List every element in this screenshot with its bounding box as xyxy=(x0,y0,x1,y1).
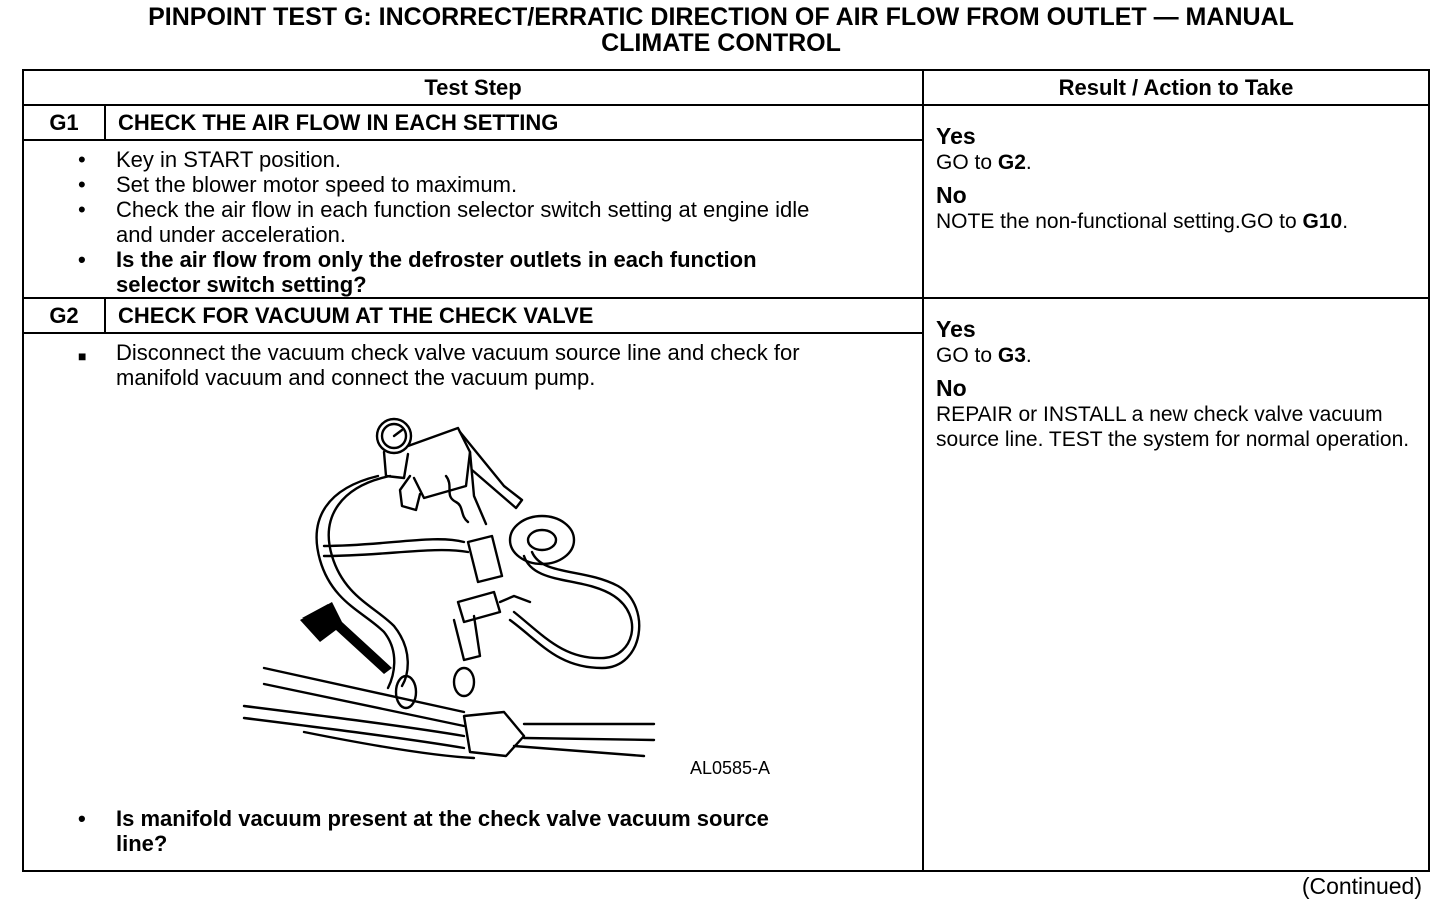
bullet-item: •Check the air flow in each function sel… xyxy=(78,197,810,247)
step-bullets: •Is manifold vacuum present at the check… xyxy=(24,806,922,856)
bullet-item: •Set the blower motor speed to maximum. xyxy=(78,172,518,197)
step-question: •Is the air flow from only the defroster… xyxy=(78,247,757,297)
figure-id: AL0585-A xyxy=(690,758,771,778)
yes-ref: G2 xyxy=(997,151,1026,174)
no-text: NOTE the non-functional setting.GO to xyxy=(936,210,1297,233)
step-g1-result: Yes GO to G2. No NOTE the non-functional… xyxy=(922,104,1431,299)
bullet-item: •Key in START position. xyxy=(78,147,341,172)
header-result: Result / Action to Take xyxy=(922,69,1431,106)
yes-action: GO to G3. xyxy=(936,344,1032,367)
yes-label: Yes xyxy=(936,316,976,342)
continued-note: (Continued) xyxy=(1301,873,1422,899)
vacuum-pump-illustration xyxy=(242,417,656,760)
yes-text: GO to xyxy=(936,344,993,367)
step-question: •Is manifold vacuum present at the check… xyxy=(78,806,769,856)
step-g1-body-row: •Key in START position. •Set the blower … xyxy=(21,139,1429,299)
step-g2-body-row: ■Disconnect the vacuum check valve vacuu… xyxy=(21,332,1429,872)
no-label: No xyxy=(936,375,967,401)
no-text: REPAIR or INSTALL a new check valve vacu… xyxy=(936,403,1410,451)
step-g2-title-row: G2 CHECK FOR VACUUM AT THE CHECK VALVE Y… xyxy=(22,297,1431,872)
step-g2-result: Yes GO to G3. No REPAIR or INSTALL a new… xyxy=(922,297,1431,872)
header-test-step: Test Step xyxy=(21,69,925,106)
bullet-item: ■Disconnect the vacuum check valve vacuu… xyxy=(78,340,800,390)
yes-label: Yes xyxy=(936,123,976,149)
step-bullets: ■Disconnect the vacuum check valve vacuu… xyxy=(24,340,922,390)
vacuum-pump-diagram: AL0585-A xyxy=(224,406,804,798)
title-line-1: PINPOINT TEST G: INCORRECT/ERRATIC DIREC… xyxy=(148,3,1294,31)
title-line-2: CLIMATE CONTROL xyxy=(601,29,841,57)
yes-ref: G3 xyxy=(997,344,1026,367)
no-ref: G10 xyxy=(1302,210,1343,233)
step-g2-body: ■Disconnect the vacuum check valve vacuu… xyxy=(21,332,925,872)
yes-action: GO to G2. xyxy=(936,151,1032,174)
no-label: No xyxy=(936,182,967,208)
step-g1-body: •Key in START position. •Set the blower … xyxy=(21,139,925,299)
step-id: G2 xyxy=(22,297,106,334)
step-title: CHECK FOR VACUUM AT THE CHECK VALVE xyxy=(103,297,925,334)
page-title: PINPOINT TEST G: INCORRECT/ERRATIC DIREC… xyxy=(0,4,1442,56)
step-id: G1 xyxy=(22,104,106,141)
step-g1-title-row: G1 CHECK THE AIR FLOW IN EACH SETTING Ye… xyxy=(22,104,1431,299)
no-action: NOTE the non-functional setting.GO to G1… xyxy=(936,210,1349,233)
pinpoint-test-table: Test Step Result / Action to Take G1 CHE… xyxy=(21,69,1431,872)
table-header-row: Test Step Result / Action to Take xyxy=(21,69,1431,106)
step-bullets: •Key in START position. •Set the blower … xyxy=(24,147,922,297)
step-title: CHECK THE AIR FLOW IN EACH SETTING xyxy=(103,104,925,141)
yes-text: GO to xyxy=(936,151,993,174)
